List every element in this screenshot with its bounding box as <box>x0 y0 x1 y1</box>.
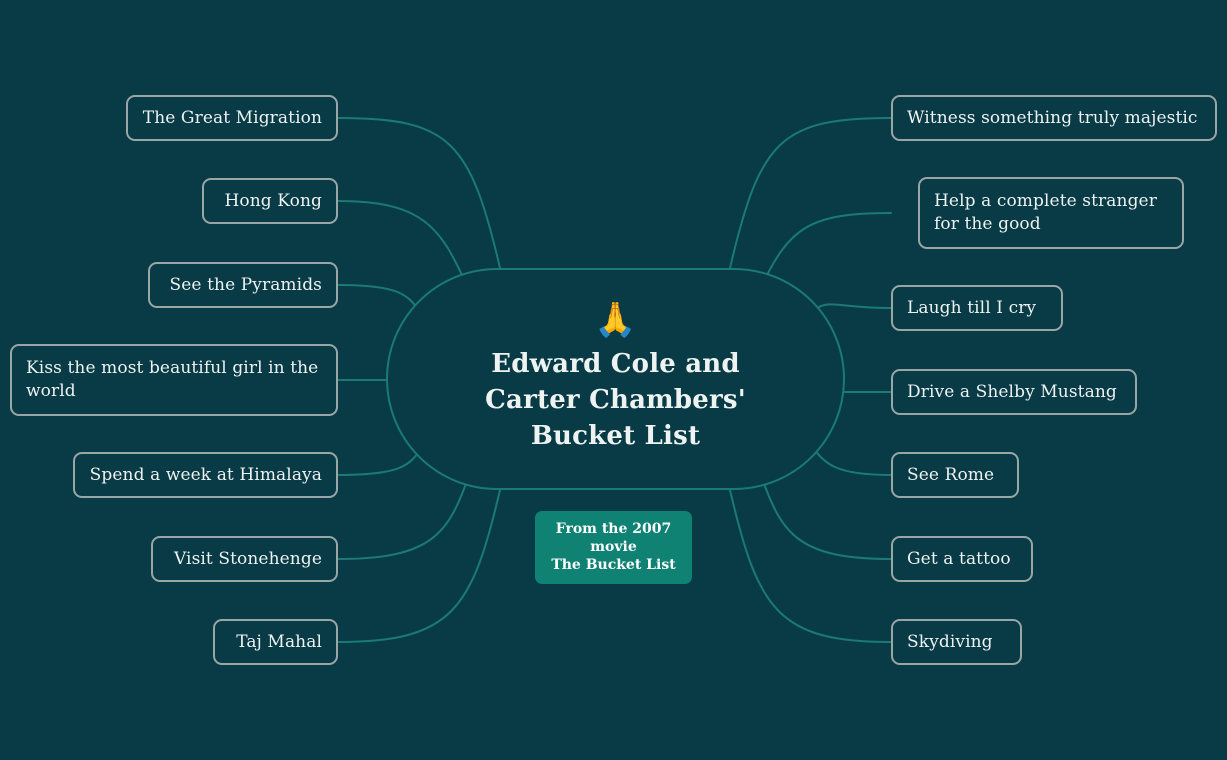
connector-line <box>337 489 501 643</box>
root-title-line-1: Edward Cole and <box>491 349 740 380</box>
branch-node-label: See Rome <box>907 464 995 485</box>
branch-node[interactable]: Skydiving <box>891 619 1022 665</box>
branch-node-label: Kiss the most beautiful girl in the worl… <box>26 358 319 401</box>
folded-hands-icon: 🙏 <box>594 300 637 341</box>
connector-line <box>337 284 421 313</box>
branch-node[interactable]: See Rome <box>891 452 1019 498</box>
branch-node[interactable]: Taj Mahal <box>213 619 338 665</box>
source-badge: From the 2007 movie The Bucket List <box>535 511 692 584</box>
connector-line <box>337 446 423 476</box>
branch-node-label: Hong Kong <box>224 190 322 211</box>
branch-node-label: Drive a Shelby Mustang <box>907 381 1117 402</box>
branch-node-label: Laugh till I cry <box>907 297 1037 318</box>
root-title-line-3: Bucket List <box>530 420 701 451</box>
root-title-line-2: Carter Chambers' <box>485 385 746 416</box>
branch-node[interactable]: Spend a week at Himalaya <box>73 452 338 498</box>
branch-node[interactable]: Witness something truly majestic <box>891 95 1217 141</box>
connector-line <box>761 212 892 286</box>
connector-line <box>337 200 467 285</box>
branch-node[interactable]: The Great Migration <box>126 95 338 141</box>
branch-node[interactable]: Hong Kong <box>202 178 338 224</box>
branch-node-label: Visit Stonehenge <box>173 548 322 569</box>
branch-node[interactable]: Drive a Shelby Mustang <box>891 369 1137 415</box>
connector-line <box>761 477 892 560</box>
source-badge-line-2: The Bucket List <box>551 557 676 574</box>
branch-node-label: Witness something truly majestic <box>907 107 1198 128</box>
branch-node-label: Help a complete stranger for the good <box>934 191 1157 234</box>
branch-node-label: Skydiving <box>907 631 993 652</box>
branch-node-label: See the Pyramids <box>169 274 322 295</box>
branch-node[interactable]: Get a tattoo <box>891 536 1033 582</box>
root-node-title: Edward Cole and Carter Chambers' Bucket … <box>485 347 746 455</box>
connector-line <box>811 303 892 314</box>
branch-node[interactable]: See the Pyramids <box>148 262 338 308</box>
source-badge-line-1: From the 2007 movie <box>555 521 672 556</box>
branch-node-label: Taj Mahal <box>236 631 322 652</box>
connector-line <box>729 489 892 643</box>
root-node[interactable]: 🙏 Edward Cole and Carter Chambers' Bucke… <box>386 268 845 490</box>
connector-line <box>337 117 501 269</box>
branch-node[interactable]: Kiss the most beautiful girl in the worl… <box>10 344 338 416</box>
branch-node-label: Get a tattoo <box>907 548 1011 569</box>
branch-node[interactable]: Visit Stonehenge <box>151 536 338 582</box>
branch-node[interactable]: Laugh till I cry <box>891 285 1063 331</box>
branch-node[interactable]: Help a complete stranger for the good <box>918 177 1184 249</box>
branch-node-label: The Great Migration <box>142 107 322 128</box>
connector-line <box>729 117 892 269</box>
branch-node-label: Spend a week at Himalaya <box>89 464 322 485</box>
connector-line <box>337 477 469 560</box>
connector-line <box>811 446 892 476</box>
